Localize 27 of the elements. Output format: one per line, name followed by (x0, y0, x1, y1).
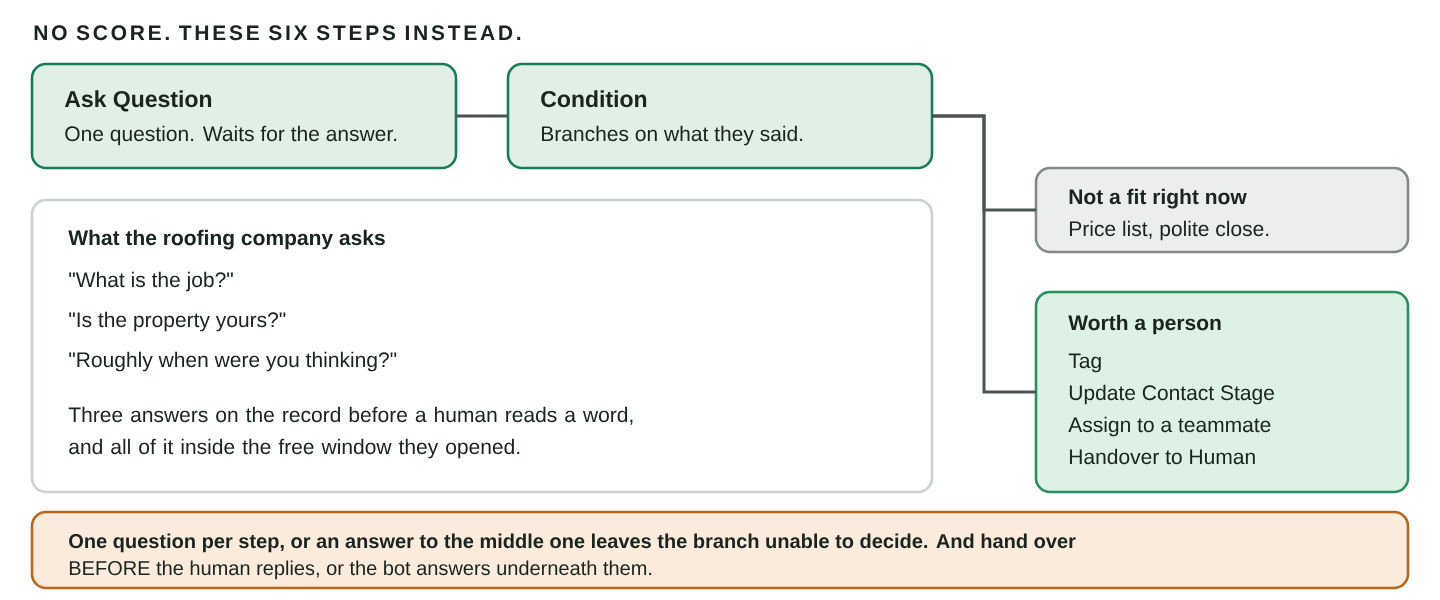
action-item: Update Contact Stage (1069, 384, 1274, 405)
quote-text: "What is the job?" (69, 271, 233, 292)
quote-text: "Is the property yours?" (69, 311, 286, 332)
box-heading: What the roofing company asks (68, 229, 385, 250)
action-item: Tag (1068, 353, 1101, 373)
example-panel (30, 198, 934, 494)
box-text: Price list, polite close. (1070, 220, 1269, 241)
action-item: Handover to Human (1070, 448, 1255, 465)
paragraph-text: Three answers on the record before a human reads a word, and all of it inside the free window they opened. (68, 406, 633, 459)
box-heading: Worth a person (1068, 314, 1221, 335)
action-item: Assign to a teammate (1068, 416, 1271, 437)
box-heading: Not a fit right now (1069, 188, 1247, 209)
box-heading: Condition (541, 90, 647, 108)
outcome-box (1034, 290, 1410, 494)
connector-line (456, 114, 508, 118)
note-heading: One question per step, or an answer to the middle one leaves the branch unable to decide. And hand over (69, 533, 1076, 553)
step-box (30, 62, 458, 170)
quote-text: "Roughly when were you thinking?" (69, 351, 397, 372)
box-text: Branches on what they said. (542, 125, 803, 146)
connector-line (932, 114, 1036, 394)
step-box (506, 62, 934, 170)
note-box (30, 510, 1410, 590)
outcome-box (1034, 166, 1410, 254)
note-text: BEFORE the human replies, or the bot answers underneath them. (69, 560, 652, 580)
box-text: One question. Waits for the answer. (65, 125, 397, 146)
box-heading: Ask Question (64, 90, 212, 112)
page-title: NO SCORE. THESE SIX STEPS INSTEAD. (34, 25, 521, 41)
